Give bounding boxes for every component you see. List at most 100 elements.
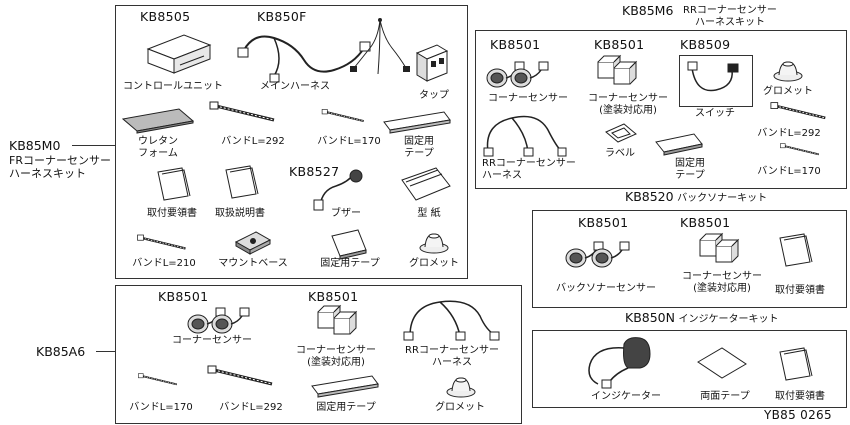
part-a6-sensor: コーナーセンサー (172, 335, 252, 346)
kit-kb8520-header: KB8520 バックソナーキット (625, 190, 767, 205)
subkit-m6-switch-code: KB8509 (680, 37, 731, 52)
m6-sensor-icon (486, 61, 549, 88)
part-tap: タップ (419, 90, 449, 101)
part-m6-rr-harness: RRコーナーセンサー ハーネス (482, 158, 576, 181)
m6-rr-harness-icon (483, 115, 567, 157)
kit-kb8520-id: KB8520 (625, 189, 674, 204)
a6-painted-sensor-icon (317, 305, 357, 335)
kit-kb85a6-frame (115, 285, 522, 424)
urethane-foam-icon (121, 108, 195, 134)
part-handling-manual: 取扱説明書 (215, 208, 265, 219)
part-buzzer: ブザー (331, 208, 361, 219)
part-a6-sensor-painted: コーナーセンサー (塗装対応用) (296, 345, 376, 368)
part-fixing-tape: 固定用 テープ (404, 136, 434, 159)
kit-kb85m0-id: KB85M0 (9, 138, 61, 153)
m6-fixing-tape-icon (655, 133, 703, 156)
fixing-tape-icon (383, 111, 451, 134)
kit-kb850n-id: KB850N (625, 310, 675, 325)
m6-band-292-icon (769, 101, 827, 120)
kit-kb85a6-id: KB85A6 (36, 344, 86, 359)
part-a6-grommet: グロメット (435, 402, 485, 413)
part-m6-sensor: コーナーセンサー (488, 93, 568, 104)
part-a6-rr-harness: RRコーナーセンサー ハーネス (405, 345, 499, 368)
main-harness-icon (237, 35, 371, 83)
tap-connector-icon (415, 44, 449, 82)
indicator-icon (588, 337, 651, 389)
kit-kb85m6-id: KB85M6 (622, 3, 674, 18)
part-m6-band-292: バンドL=292 (757, 128, 821, 139)
kit-kb85a6-leader (96, 351, 115, 352)
a6-band-292-icon (206, 364, 274, 386)
install-manual-icon (157, 167, 191, 201)
kit-kb85m6-title: RRコーナーセンサー ハーネスキット (683, 5, 777, 28)
part-grommet: グロメット (409, 258, 459, 269)
part-a6-band-292: バンドL=292 (219, 402, 283, 413)
part-m6-band-170: バンドL=170 (757, 166, 821, 177)
subkit-8520-sensor-code: KB8501 (578, 215, 629, 230)
part-indicator: インジケーター (591, 391, 661, 402)
a6-sensor-icon (187, 307, 250, 334)
part-a6-band-170: バンドL=170 (129, 402, 193, 413)
control-unit-icon (146, 34, 212, 74)
back-sonar-sensor-icon (565, 241, 630, 268)
kit-kb850n-header: KB850N インジケーターキット (625, 311, 778, 326)
8520-painted-sensor-icon (699, 233, 739, 263)
band-292-icon (208, 100, 276, 122)
subkit-kb8505-code: KB8505 (140, 9, 191, 24)
kit-kb85m0-leader (72, 145, 115, 146)
part-band-210: バンドL=210 (132, 258, 196, 269)
mount-base-icon (234, 231, 272, 255)
subkit-kb850f-code: KB850F (257, 9, 307, 24)
part-8520-manual: 取付要領書 (775, 285, 825, 296)
part-band-292: バンドL=292 (221, 136, 285, 147)
label-icon (605, 123, 637, 143)
part-install-manual: 取付要領書 (147, 208, 197, 219)
kit-kb850n-title: インジケーターキット (678, 314, 779, 325)
850n-manual-icon (779, 347, 813, 381)
kit-kb8520-title: バックソナーキット (677, 193, 768, 204)
harness-wires-icon (350, 18, 410, 75)
part-switch: スイッチ (695, 108, 735, 119)
part-urethane-foam: ウレタン フォーム (138, 136, 178, 159)
a6-grommet-icon (446, 377, 476, 398)
buzzer-icon (313, 169, 363, 211)
figure-id: YB85 0265 (764, 408, 832, 422)
kit-kb85m6-header: KB85M6 (622, 4, 673, 18)
m6-switch-frame (679, 55, 753, 107)
kit-kb85m0-frame (115, 5, 468, 279)
part-double-tape: 両面テープ (700, 391, 750, 402)
8520-manual-icon (779, 233, 813, 267)
a6-fixing-tape-icon (311, 375, 379, 398)
kit-kb8520-frame (532, 210, 847, 308)
part-8520-sensor-painted: コーナーセンサー (塗装対応用) (682, 271, 762, 294)
handling-manual-icon (225, 165, 259, 199)
part-fixing-tape-2: 固定用テープ (320, 258, 380, 269)
part-back-sonar-sensor: バックソナーセンサー (556, 283, 656, 294)
subkit-kb8527-code: KB8527 (289, 164, 340, 179)
a6-band-170-icon (137, 372, 178, 386)
double-tape-icon (697, 347, 747, 379)
part-a6-fixing-tape: 固定用テープ (316, 402, 376, 413)
subkit-m6-sensor-code: KB8501 (490, 37, 541, 52)
part-control-unit: コントロールユニット (123, 81, 223, 92)
subkit-m6-sensor-painted-code: KB8501 (594, 37, 645, 52)
m6-grommet-icon (773, 61, 803, 82)
kit-kb85m0-title: FRコーナーセンサー ハーネスキット (9, 154, 111, 180)
grommet-icon (419, 233, 449, 254)
kit-kb85m6-frame (475, 30, 847, 189)
subkit-a6-sensor-code: KB8501 (158, 289, 209, 304)
fixing-tape-2-icon (331, 229, 367, 260)
kit-kb850n-frame (532, 330, 847, 408)
a6-rr-harness-icon (403, 300, 500, 341)
part-template: 型 紙 (417, 208, 441, 219)
switch-icon (687, 61, 739, 92)
subkit-a6-sensor-painted-code: KB8501 (308, 289, 359, 304)
part-m6-grommet: グロメット (763, 86, 813, 97)
template-sheet-icon (401, 167, 451, 201)
part-850n-manual: 取付要領書 (775, 391, 825, 402)
subkit-8520-sensor-painted-code: KB8501 (680, 215, 731, 230)
part-mount-base: マウントベース (218, 258, 288, 269)
part-band-170: バンドL=170 (317, 136, 381, 147)
part-m6-sensor-painted: コーナーセンサー (塗装対応用) (588, 93, 668, 116)
band-170-icon (321, 108, 365, 123)
